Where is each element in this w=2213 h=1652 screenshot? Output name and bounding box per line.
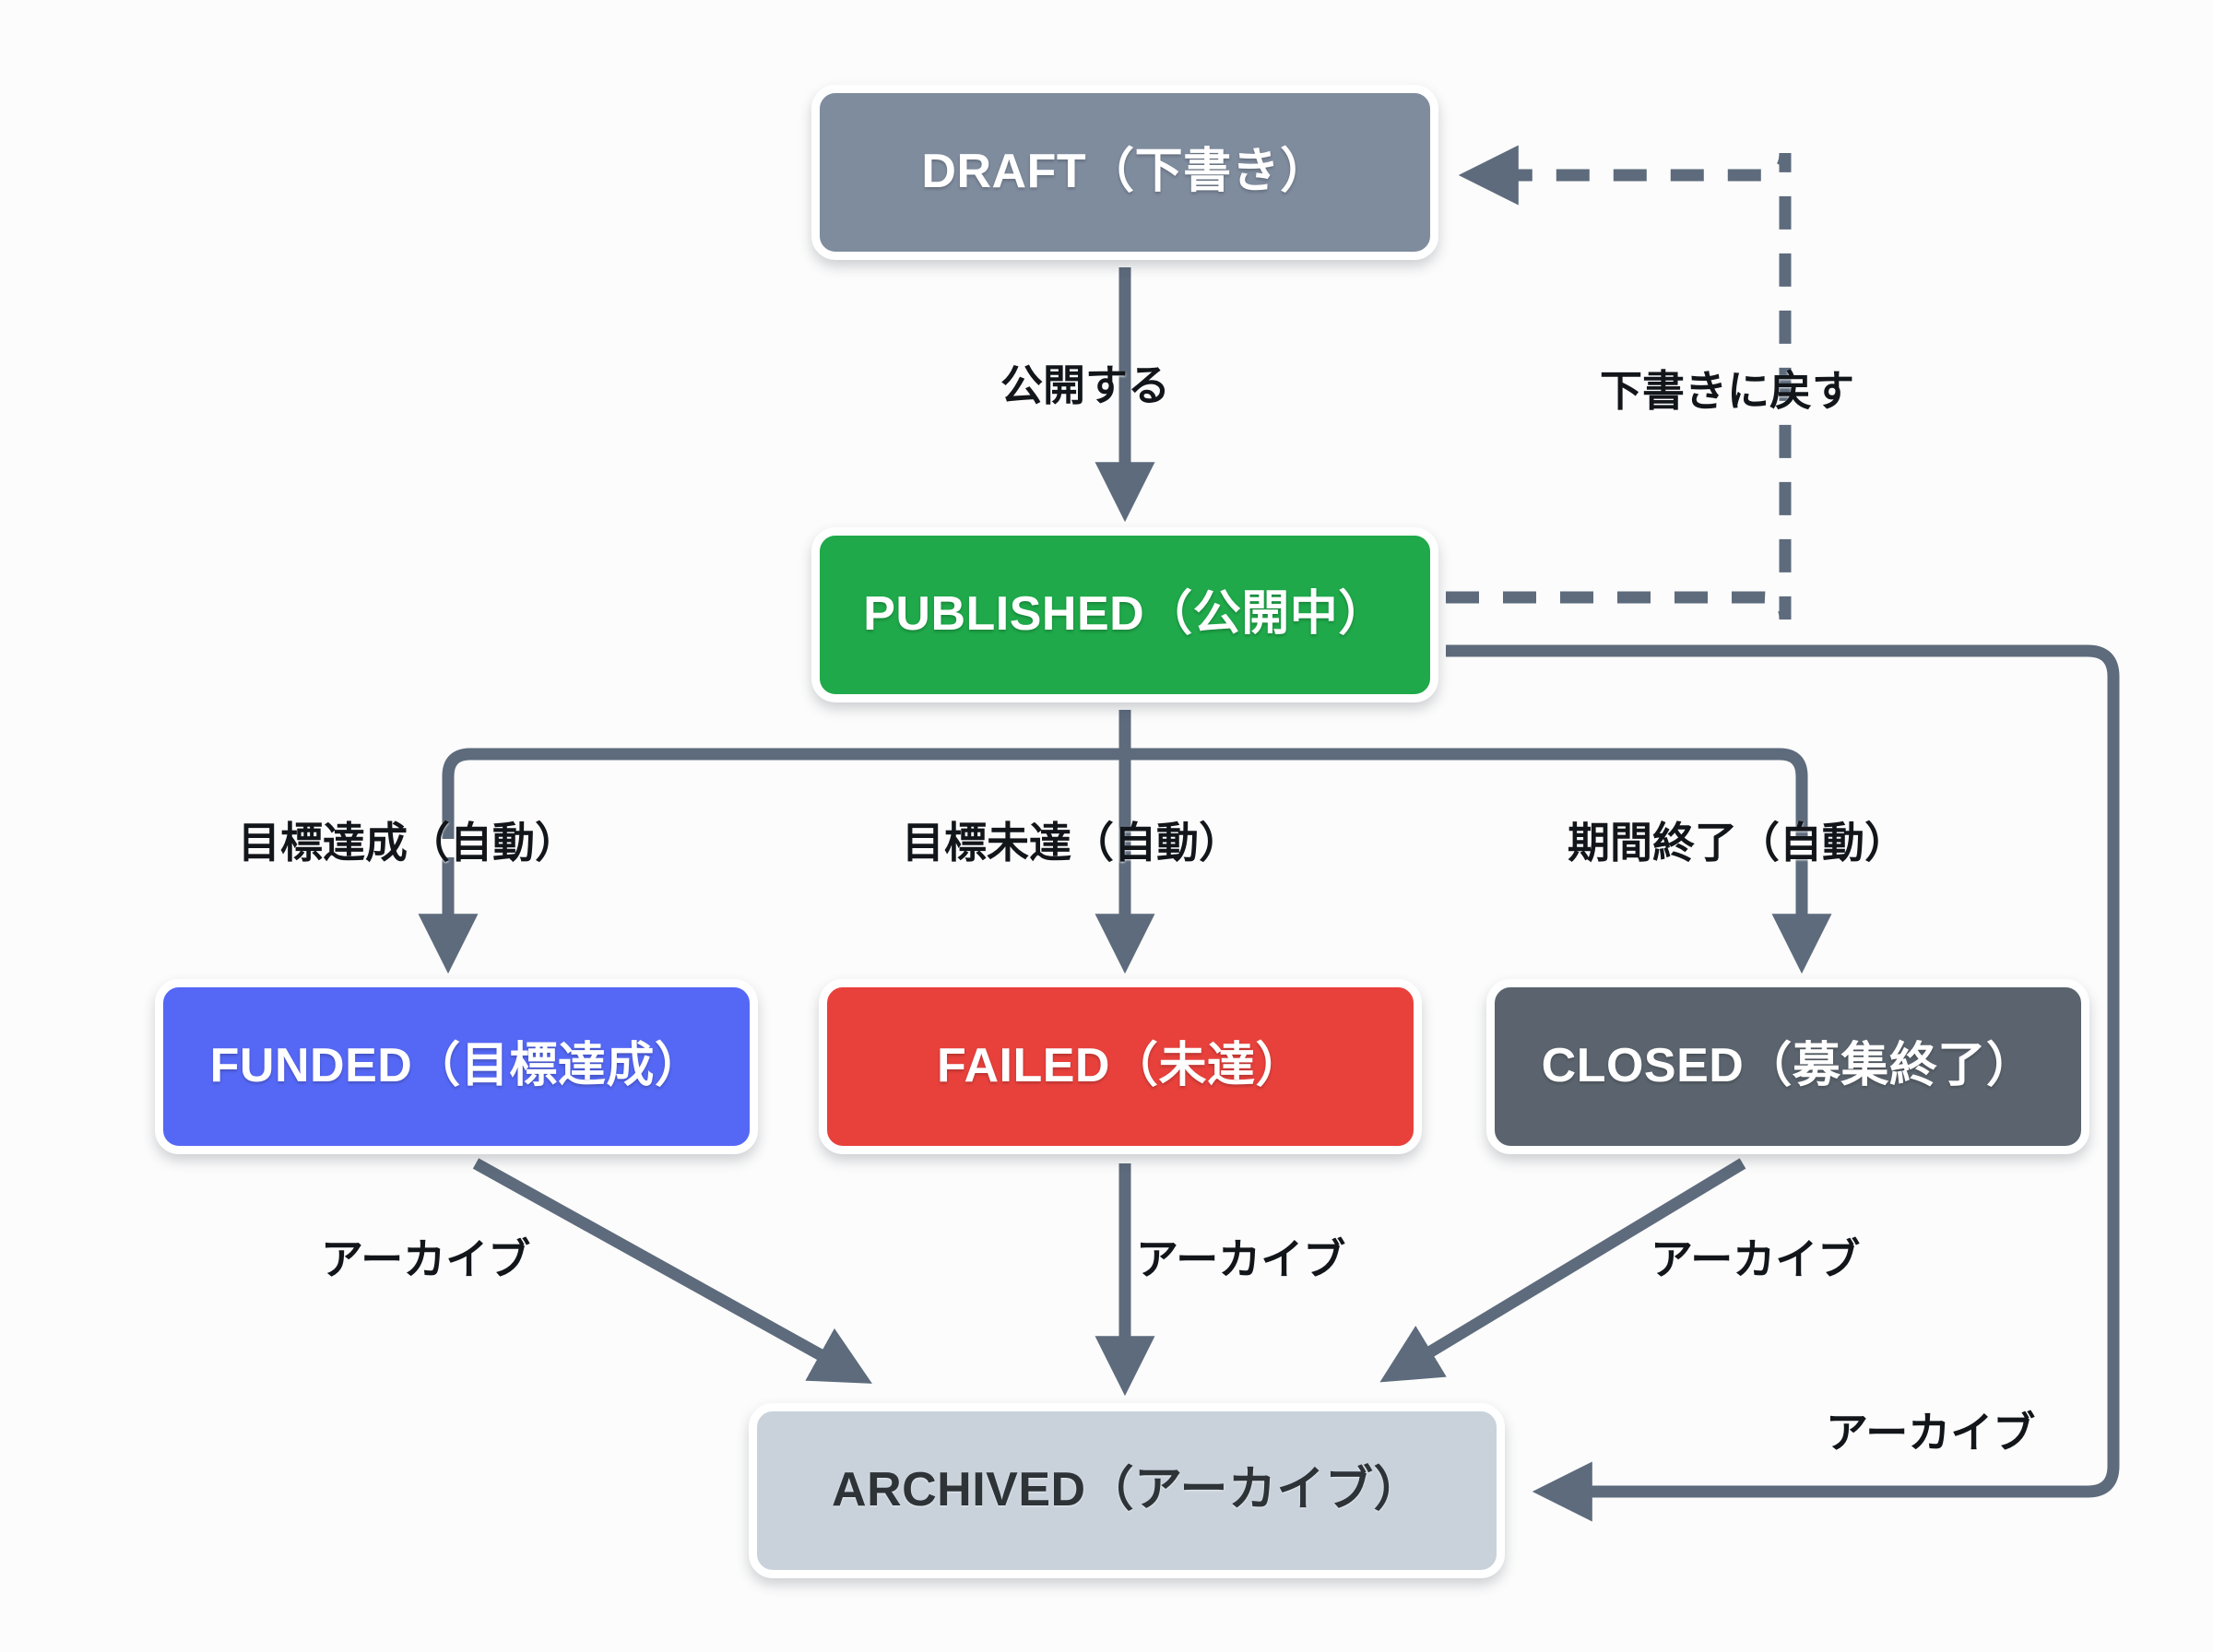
state-node-failed-label: FAILED（未達） — [937, 1039, 1304, 1093]
state-node-closed-label: CLOSED（募集終了） — [1541, 1039, 2035, 1093]
edge-label-archive-from-published: アーカイブ — [1826, 1409, 2036, 1457]
edge-label-archive-from-closed: アーカイブ — [1651, 1235, 1861, 1283]
edge-funded-to-archived — [472, 1158, 872, 1384]
state-node-closed[interactable]: CLOSED（募集終了） — [1486, 979, 2089, 1154]
state-node-published[interactable]: PUBLISHED（公開中） — [811, 527, 1438, 702]
state-node-draft-label: DRAFT（下書き） — [921, 145, 1329, 199]
state-node-draft[interactable]: DRAFT（下書き） — [811, 85, 1438, 260]
state-node-failed[interactable]: FAILED（未達） — [819, 979, 1422, 1154]
edge-label-period-ended-auto: 期間終了（自動） — [1568, 819, 1907, 867]
state-node-published-label: PUBLISHED（公開中） — [863, 587, 1387, 642]
edge-label-revert-to-draft: 下書きに戻す — [1600, 367, 1854, 415]
edge-label-goal-missed-auto: 目標未達（自動） — [902, 819, 1241, 867]
state-node-archived[interactable]: ARCHIVED（アーカイブ） — [749, 1403, 1505, 1578]
state-node-funded-label: FUNDED（目標達成） — [209, 1039, 704, 1093]
edge-label-publish: 公開する — [1000, 361, 1170, 409]
state-node-archived-label: ARCHIVED（アーカイブ） — [832, 1463, 1422, 1517]
edge-label-archive-from-failed: アーカイブ — [1136, 1235, 1346, 1283]
edge-label-archive-from-funded: アーカイブ — [321, 1235, 531, 1283]
edge-label-goal-achieved-auto: 目標達成（自動） — [238, 819, 577, 867]
state-node-funded[interactable]: FUNDED（目標達成） — [155, 979, 758, 1154]
